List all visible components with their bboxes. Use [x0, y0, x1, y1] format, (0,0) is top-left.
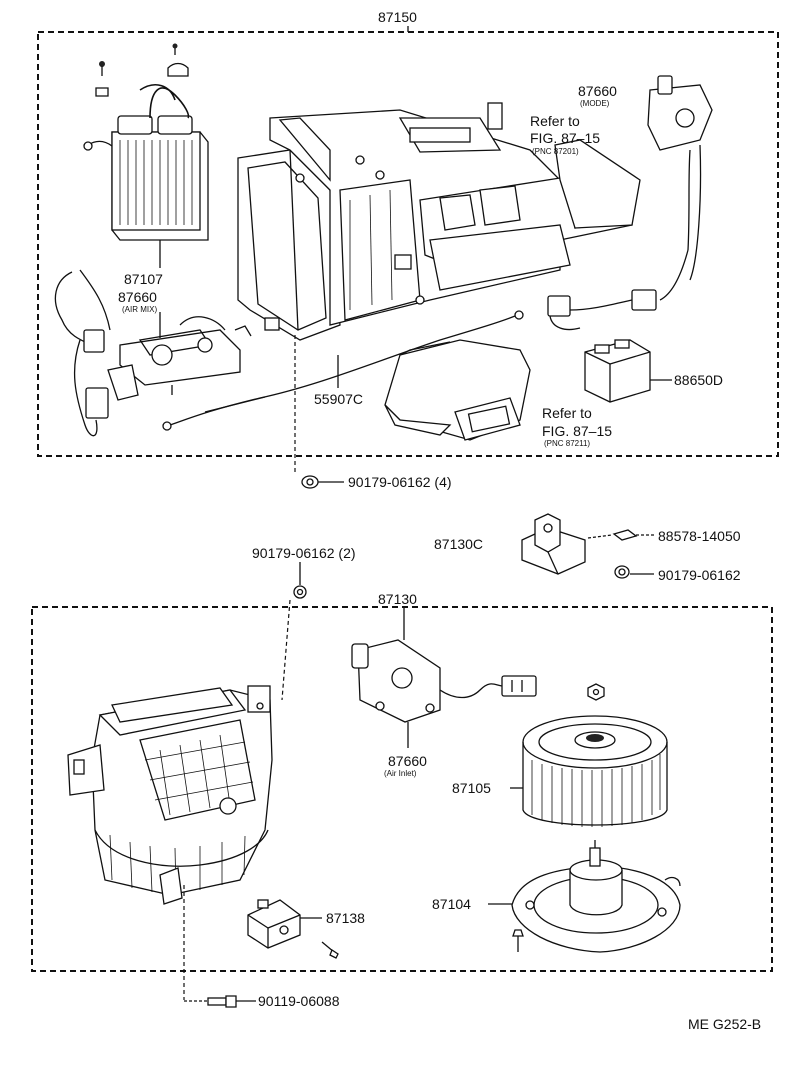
air-inlet-actuator-drawing [351, 639, 537, 723]
air-mix-actuator-note: (AIR MIX) [122, 305, 157, 314]
ref2-line2: FIG. 87–15 [542, 423, 612, 439]
reference-duct-upper [554, 139, 641, 229]
mode-actuator-label: 87660 [578, 83, 617, 99]
ref2-line1: Refer to [542, 405, 592, 421]
upper-assembly-label: 87150 [378, 9, 417, 25]
clip-mid-drawing [293, 585, 307, 599]
clip-right-drawing [614, 565, 630, 579]
mode-actuator-note: (MODE) [580, 99, 610, 108]
pad-guide [587, 534, 613, 539]
air-inlet-actuator-label: 87660 [388, 753, 427, 769]
cable-label: 55907C [314, 391, 363, 407]
screw-label: 90119-06088 [258, 993, 340, 1009]
motor-screw-drawing [512, 929, 524, 952]
blower-housing-drawing [67, 685, 273, 905]
figure-code: ME G252-B [688, 1016, 761, 1032]
resistor-drawing [247, 899, 301, 949]
mode-actuator-drawing [547, 75, 713, 331]
fan-label: 87105 [452, 780, 491, 796]
screw-drawing [207, 995, 237, 1008]
clip-upper-label: 90179-06162 (4) [348, 474, 452, 490]
clip-mid-guide [281, 599, 291, 701]
resistor-screw-drawing [321, 941, 339, 959]
clip-right-label: 90179-06162 [658, 567, 741, 583]
ref2-pnc: (PNC 87211) [544, 439, 590, 448]
lower-assembly-border [31, 606, 773, 972]
amplifier-drawing [584, 339, 651, 403]
air-mix-actuator-drawing [54, 269, 252, 437]
clip-upper-drawing [301, 475, 319, 489]
air-inlet-actuator-note: (Air Inlet) [384, 769, 417, 778]
ref1-pnc: (PNC 87201) [532, 147, 579, 156]
heater-core-drawing [83, 84, 209, 241]
air-mix-actuator-label: 87660 [118, 289, 157, 305]
hose-clamps-drawing [95, 43, 189, 97]
resistor-label: 87138 [326, 910, 365, 926]
cable-drawing [162, 310, 524, 431]
heater-unit-case-drawing [237, 102, 633, 341]
blower-fan-drawing [522, 715, 668, 827]
ref1-line2: FIG. 87–15 [530, 130, 600, 146]
bracket-label: 87130C [434, 536, 483, 552]
clip-mid-label: 90179-06162 (2) [252, 545, 356, 561]
motor-label: 87104 [432, 896, 471, 912]
pad-drawing [612, 529, 638, 541]
bracket-drawing [521, 513, 586, 575]
pad-label: 88578-14050 [658, 528, 741, 544]
amplifier-label: 88650D [674, 372, 723, 388]
heater-core-label: 87107 [124, 271, 163, 287]
fan-nut-drawing [587, 683, 605, 701]
blower-motor-drawing [511, 840, 681, 953]
lower-assembly-label: 87130 [378, 591, 417, 607]
ref1-line1: Refer to [530, 113, 580, 129]
reference-duct-lower [384, 339, 531, 441]
